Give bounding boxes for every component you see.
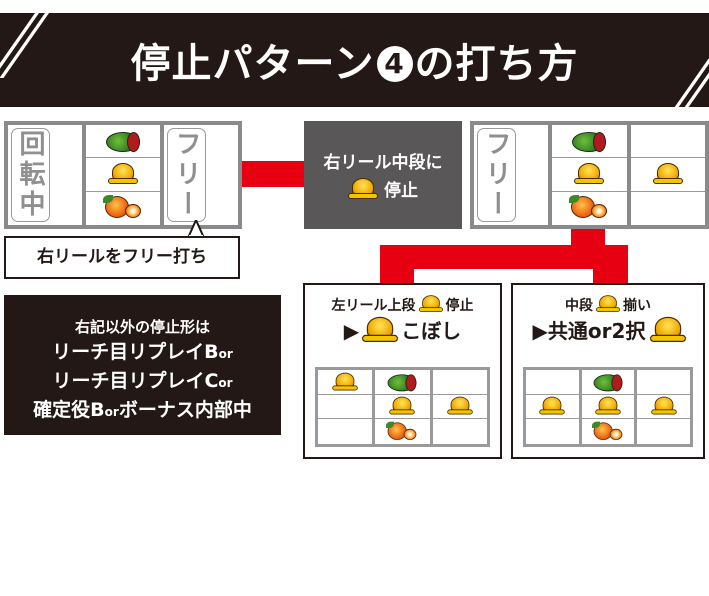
orange-icon xyxy=(103,195,141,220)
title-prefix: 停止パターン xyxy=(130,41,375,87)
result-condition: 左リール上段停止 xyxy=(305,293,500,317)
bell-icon xyxy=(595,397,621,416)
orange-icon xyxy=(591,421,623,441)
right-reel: フリー xyxy=(164,125,238,225)
orange-icon xyxy=(386,421,417,441)
bell-icon xyxy=(650,397,677,416)
watermelon-icon xyxy=(106,130,140,153)
bell-icon xyxy=(108,163,138,185)
left-reel: 回転中 xyxy=(8,125,82,225)
result-outcome: ▶共通or2択 xyxy=(513,316,703,345)
pattern-number-badge: 4 xyxy=(376,46,413,82)
step-instruction-box: 右リール中段に 停止 xyxy=(304,121,462,229)
connector-branch xyxy=(593,269,628,283)
connector-branch xyxy=(380,245,628,269)
note-line-3: リーチ目リプレイCor xyxy=(52,370,233,392)
reel-state-after: フリー xyxy=(470,121,709,229)
left-reel: フリー xyxy=(474,125,549,225)
bell-icon xyxy=(332,372,358,391)
note-line-2: リーチ目リプレイBor xyxy=(52,341,233,363)
bell-icon xyxy=(574,163,605,185)
free-tag: フリー xyxy=(167,128,206,222)
reel-state-initial: 回転中 フリー xyxy=(4,121,242,229)
step-line-2: 停止 xyxy=(304,177,462,205)
arrow-right-icon: ▶ xyxy=(343,319,360,343)
bell-icon xyxy=(418,295,443,313)
bell-icon xyxy=(348,178,378,200)
free-tag: フリー xyxy=(477,128,516,222)
note-line-1: 右記以外の停止形は xyxy=(74,318,210,336)
result-reel-grid xyxy=(523,367,693,447)
note-line-4: 確定役Borボーナス内部中 xyxy=(33,399,252,421)
bell-icon xyxy=(539,397,566,416)
bell-icon xyxy=(389,397,416,416)
connector-branch xyxy=(380,269,414,283)
bell-icon xyxy=(652,163,683,185)
result-box-spill: 左リール上段停止 ▶こぼし xyxy=(303,283,502,459)
connector-arrow xyxy=(242,161,304,187)
arrow-right-icon: ▶ xyxy=(532,319,548,343)
result-outcome: ▶こぼし xyxy=(305,316,500,345)
result-condition: 中段揃い xyxy=(513,293,703,317)
right-reel xyxy=(630,125,705,225)
bell-icon xyxy=(596,295,620,313)
center-reel xyxy=(86,125,160,225)
bell-icon xyxy=(650,316,687,343)
watermelon-icon xyxy=(388,372,417,392)
result-reel-grid xyxy=(315,367,490,447)
result-box-aligned: 中段揃い ▶共通or2択 xyxy=(511,283,705,459)
spinning-tag: 回転中 xyxy=(11,128,50,222)
connector-branch xyxy=(571,229,605,245)
title-suffix: の打ち方 xyxy=(414,41,579,87)
other-outcomes-note: 右記以外の停止形は リーチ目リプレイBor リーチ目リプレイCor 確定役Bor… xyxy=(4,295,281,435)
bell-icon xyxy=(447,397,473,416)
orange-icon xyxy=(569,195,608,220)
step-line-1: 右リール中段に xyxy=(323,153,443,173)
watermelon-icon xyxy=(593,372,623,392)
bell-icon xyxy=(362,316,399,343)
instruction-callout: 右リールをフリー打ち xyxy=(4,236,240,279)
watermelon-icon xyxy=(572,130,607,153)
center-reel xyxy=(552,125,627,225)
